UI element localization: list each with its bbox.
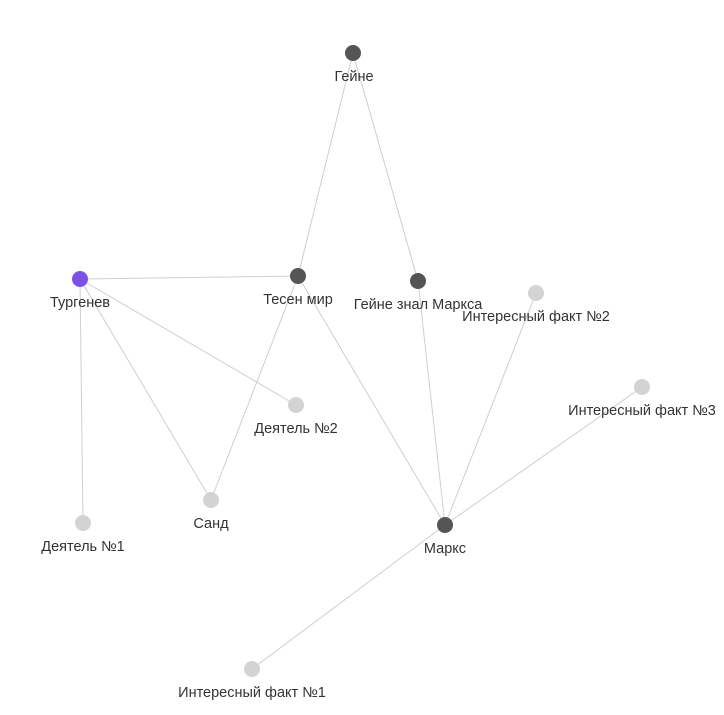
graph-node-heine[interactable]: Гейне <box>334 45 374 85</box>
edge-heine-heine_marx <box>352 52 419 282</box>
node-label: Тургенев <box>50 295 110 311</box>
graph-node-heine_marx[interactable]: Гейне знал Маркса <box>354 273 483 313</box>
node-label: Тесен мир <box>263 292 333 308</box>
node-marker[interactable] <box>437 517 453 533</box>
node-marker[interactable] <box>290 268 306 284</box>
node-marker[interactable] <box>244 661 260 677</box>
node-marker[interactable] <box>75 515 91 531</box>
edge-tesen_mir-marx <box>297 275 446 526</box>
node-label: Гейне <box>334 69 373 85</box>
node-label: Гейне знал Маркса <box>354 297 483 313</box>
edge-tesen_mir-sand <box>210 275 299 501</box>
graph-node-activist1[interactable]: Деятель №1 <box>41 515 125 555</box>
graph-node-tesen_mir[interactable]: Тесен мир <box>263 268 333 308</box>
graph-node-marx[interactable]: Маркс <box>424 517 466 557</box>
graph-node-sand[interactable]: Санд <box>193 492 229 532</box>
edge-turgenev-tesen_mir <box>79 275 299 280</box>
node-label: Интересный факт №1 <box>178 685 326 701</box>
node-marker[interactable] <box>634 379 650 395</box>
node-marker[interactable] <box>528 285 544 301</box>
node-marker[interactable] <box>410 273 426 289</box>
graph-node-fact1[interactable]: Интересный факт №1 <box>178 661 326 701</box>
graph-node-activist2[interactable]: Деятель №2 <box>254 397 338 437</box>
node-marker[interactable] <box>288 397 304 413</box>
node-label: Маркс <box>424 541 466 557</box>
graph-node-fact3[interactable]: Интересный факт №3 <box>568 379 716 419</box>
node-marker[interactable] <box>72 271 88 287</box>
node-label: Интересный факт №2 <box>462 309 610 325</box>
node-marker[interactable] <box>203 492 219 508</box>
edge-fact1-marx <box>251 524 446 670</box>
graph-node-fact2[interactable]: Интересный факт №2 <box>462 285 610 325</box>
edge-heine_marx-marx <box>417 280 446 526</box>
edge-turgenev-activist2 <box>79 278 297 406</box>
edge-fact3-marx <box>444 386 643 526</box>
node-marker[interactable] <box>345 45 361 61</box>
graph-node-turgenev[interactable]: Тургенев <box>50 271 110 311</box>
node-label: Интересный факт №3 <box>568 403 716 419</box>
node-label: Санд <box>193 516 229 532</box>
edge-fact2-marx <box>444 292 537 526</box>
node-label: Деятель №1 <box>41 539 124 555</box>
node-label: Деятель №2 <box>254 421 337 437</box>
edge-heine-tesen_mir <box>297 52 354 277</box>
edge-turgenev-sand <box>79 278 212 501</box>
edges-layer <box>79 52 643 670</box>
edge-turgenev-activist1 <box>79 278 84 524</box>
